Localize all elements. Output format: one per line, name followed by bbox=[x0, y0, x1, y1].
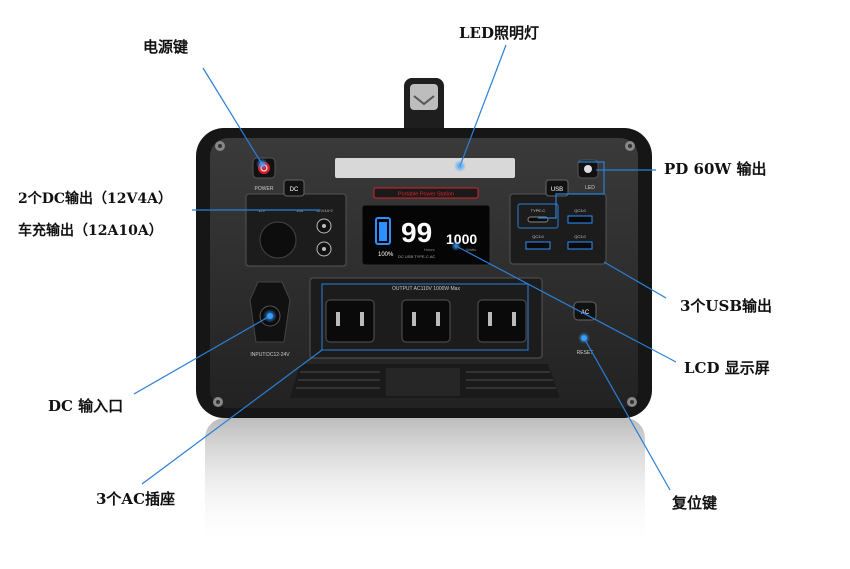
callout-ac-sockets: 3个AC插座 bbox=[96, 490, 176, 508]
lcd-screen: 99 1000 100% Hours Watts DC USB TYPE-C A… bbox=[361, 204, 491, 266]
floor-reflection bbox=[205, 418, 645, 548]
led-label: LED bbox=[585, 185, 595, 191]
vent-grille bbox=[290, 364, 560, 398]
car-socket[interactable] bbox=[259, 221, 297, 259]
callout-led-light: LED照明灯 bbox=[459, 24, 539, 42]
power-label: POWER bbox=[255, 186, 274, 192]
ac-socket-3[interactable] bbox=[477, 299, 527, 343]
ac-socket-2[interactable] bbox=[401, 299, 451, 343]
lcd-watts-label: Watts bbox=[466, 247, 476, 252]
qc1-label: QC3.0 bbox=[574, 208, 586, 213]
brand-label: Portable Power Station bbox=[398, 192, 454, 198]
top-handle bbox=[404, 78, 444, 136]
dc-spec-right: 12V/4A*2 bbox=[316, 208, 334, 213]
lcd-status-line: DC USB TYPE-C AC bbox=[398, 254, 435, 259]
usb-port-3[interactable] bbox=[567, 241, 593, 250]
callout-dc-output: 2个DC输出（12V4A） bbox=[18, 191, 172, 207]
ac-output-label: OUTPUT AC110V 1000W Max bbox=[392, 286, 460, 292]
ac-output-module: OUTPUT AC110V 1000W Max bbox=[309, 277, 543, 359]
pointer-glow-dots bbox=[256, 158, 590, 344]
reset-label: RESET bbox=[577, 350, 594, 356]
lcd-watts: 1000 bbox=[446, 231, 477, 247]
usb-button-label: USB bbox=[551, 187, 563, 193]
usb-port-2[interactable] bbox=[525, 241, 551, 250]
lcd-hours-label: Hours bbox=[424, 247, 435, 252]
callout-pd-output: PD 60W 输出 bbox=[664, 160, 767, 178]
input-label: INPUT:DC12-24V bbox=[250, 352, 290, 358]
corner-screws bbox=[213, 141, 637, 407]
callout-dc-input: DC 输入口 bbox=[48, 397, 124, 415]
qc3-label: QC3.0 bbox=[574, 234, 586, 239]
dc-button-label: DC bbox=[290, 187, 299, 193]
pointer-lines bbox=[133, 44, 677, 491]
usb-port-1[interactable] bbox=[567, 215, 593, 224]
callout-lcd: LCD 显示屏 bbox=[684, 359, 770, 377]
ac-button-label: AC bbox=[581, 310, 590, 316]
lcd-percent-small: 100% bbox=[378, 252, 394, 258]
led-light-strip bbox=[335, 158, 515, 178]
ac-socket-1[interactable] bbox=[325, 299, 375, 343]
dc-output-module: DC 12V 10A 12V/4A*2 bbox=[245, 179, 347, 267]
qc2-label: QC3.0 bbox=[532, 234, 544, 239]
callout-usb-output: 3个USB输出 bbox=[680, 297, 773, 315]
callout-power-key: 电源键 bbox=[143, 38, 189, 56]
ac-button[interactable] bbox=[573, 301, 597, 321]
lcd-percent: 99 bbox=[401, 217, 432, 248]
brand-bar bbox=[373, 187, 479, 199]
led-button[interactable] bbox=[577, 159, 599, 179]
callout-reset-key: 复位键 bbox=[672, 494, 718, 512]
callout-car-output: 车充输出（12A10A） bbox=[18, 223, 163, 239]
type-c-label: TYPE-C bbox=[531, 208, 546, 213]
